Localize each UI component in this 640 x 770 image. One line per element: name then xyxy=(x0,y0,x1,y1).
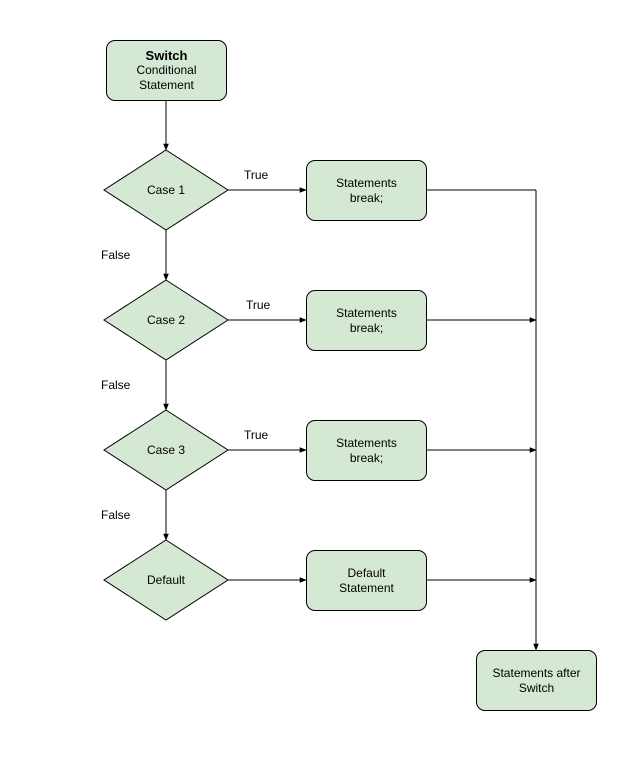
statements-3-box: Statements break; xyxy=(306,420,427,481)
default-diamond xyxy=(103,539,229,621)
statements-2-line1: Statements xyxy=(336,305,397,320)
statements-3-line1: Statements xyxy=(336,435,397,450)
statements-1-box: Statements break; xyxy=(306,160,427,221)
case-1-false-label: False xyxy=(101,248,131,262)
case-2-false-label: False xyxy=(101,378,131,392)
default-statement-line1: Default xyxy=(347,565,386,580)
default-statement-box: Default Statement xyxy=(306,550,427,611)
switch-subtitle-line2: Statement xyxy=(139,78,194,92)
case-1-label: Case 1 xyxy=(146,183,186,197)
case-2-label: Case 2 xyxy=(146,313,186,327)
default-statement-line2: Statement xyxy=(339,580,394,595)
end-line1: Statements after xyxy=(492,665,581,680)
case-3-true-label: True xyxy=(244,428,269,442)
case-3-false-label: False xyxy=(101,508,131,522)
statements-1-line2: break; xyxy=(349,190,384,205)
statements-after-switch-box: Statements after Switch xyxy=(476,650,597,711)
switch-title: Switch xyxy=(145,48,188,63)
switch-subtitle-line1: Conditional xyxy=(136,63,197,77)
case-3-label: Case 3 xyxy=(146,443,186,457)
switch-start-box: Switch Conditional Statement xyxy=(106,40,227,101)
statements-2-box: Statements break; xyxy=(306,290,427,351)
case-2-true-label: True xyxy=(246,298,271,312)
case-1-true-label: True xyxy=(244,168,269,182)
statements-2-line2: break; xyxy=(349,320,384,335)
statements-3-line2: break; xyxy=(349,450,384,465)
default-label: Default xyxy=(146,573,186,587)
end-line2: Switch xyxy=(518,680,555,695)
statements-1-line1: Statements xyxy=(336,175,397,190)
